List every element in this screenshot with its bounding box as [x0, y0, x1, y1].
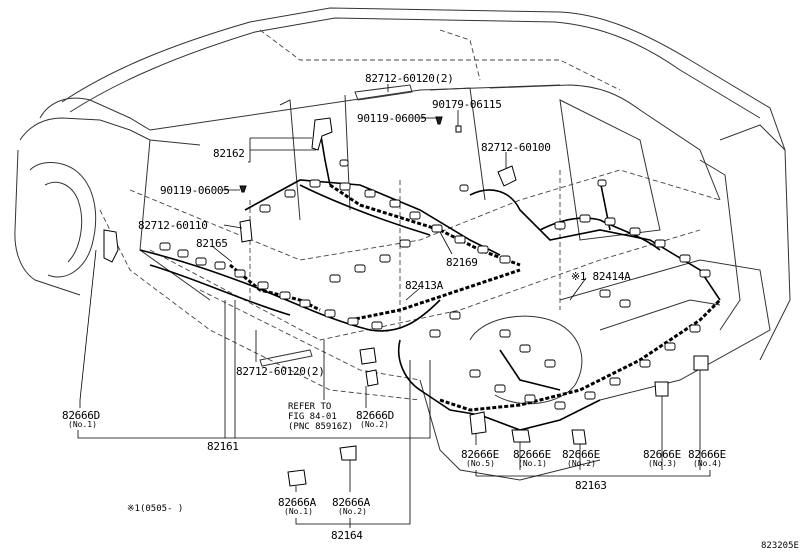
refer-note-line3: (PNC 85916Z)	[288, 422, 354, 432]
label-90119-06005-left: 90119-06005	[160, 184, 230, 197]
label-82165: 82165	[196, 237, 228, 250]
label-82162: 82162	[213, 147, 245, 160]
label-82666A-no1: 82666A	[278, 496, 316, 509]
label-82666D-no1-qualifier: (No.1)	[68, 420, 97, 429]
label-82161: 82161	[207, 440, 239, 453]
label-82666E-no2: 82666E	[562, 448, 600, 461]
label-82712-60110: 82712-60110	[138, 219, 208, 232]
refer-note-line2: FIG 84-01	[288, 412, 337, 422]
label-82712-60100: 82712-60100	[481, 141, 551, 154]
label-82666E-no4: 82666E	[688, 448, 726, 461]
label-82666A-no2: 82666A	[332, 496, 370, 509]
label-82666D-no2: 82666D	[356, 409, 394, 422]
label-82666D-no2-qualifier: (No.2)	[360, 420, 389, 429]
label-82413A: 82413A	[405, 279, 443, 292]
label-82666D-no1: 82666D	[62, 409, 100, 422]
label-82666E-no4-qualifier: (No.4)	[693, 459, 722, 468]
label-82666E-no5: 82666E	[461, 448, 499, 461]
label-82666E-no3: 82666E	[643, 448, 681, 461]
harness-connectors	[159, 159, 711, 410]
label-82712-60120-bottom: 82712-60120(2)	[236, 365, 325, 378]
label-82666E-no5-qualifier: (No.5)	[466, 459, 495, 468]
label-90119-06005-top: 90119-06005	[357, 112, 427, 125]
label-82164: 82164	[331, 529, 363, 542]
label-82712-60120-top: 82712-60120(2)	[365, 72, 454, 85]
label-82666E-no3-qualifier: (No.3)	[648, 459, 677, 468]
label-82163: 82163	[575, 479, 607, 492]
refer-note-line1: REFER TO	[288, 402, 332, 412]
label-82666A-no1-qualifier: (No.1)	[284, 507, 313, 516]
footnote: ※1(0505- )	[127, 504, 184, 514]
label-82414A: ※1 82414A	[571, 270, 631, 283]
figure-code: 823205E	[761, 541, 799, 551]
label-82666A-no2-qualifier: (No.2)	[338, 507, 367, 516]
label-82666E-no1-qualifier: (No.1)	[518, 459, 547, 468]
label-82169: 82169	[446, 256, 478, 269]
label-82666E-no2-qualifier: (No.2)	[567, 459, 596, 468]
leader-lines	[77, 84, 711, 528]
parts	[103, 116, 709, 487]
label-82666E-no1: 82666E	[513, 448, 551, 461]
label-90179-06115: 90179-06115	[432, 98, 502, 111]
